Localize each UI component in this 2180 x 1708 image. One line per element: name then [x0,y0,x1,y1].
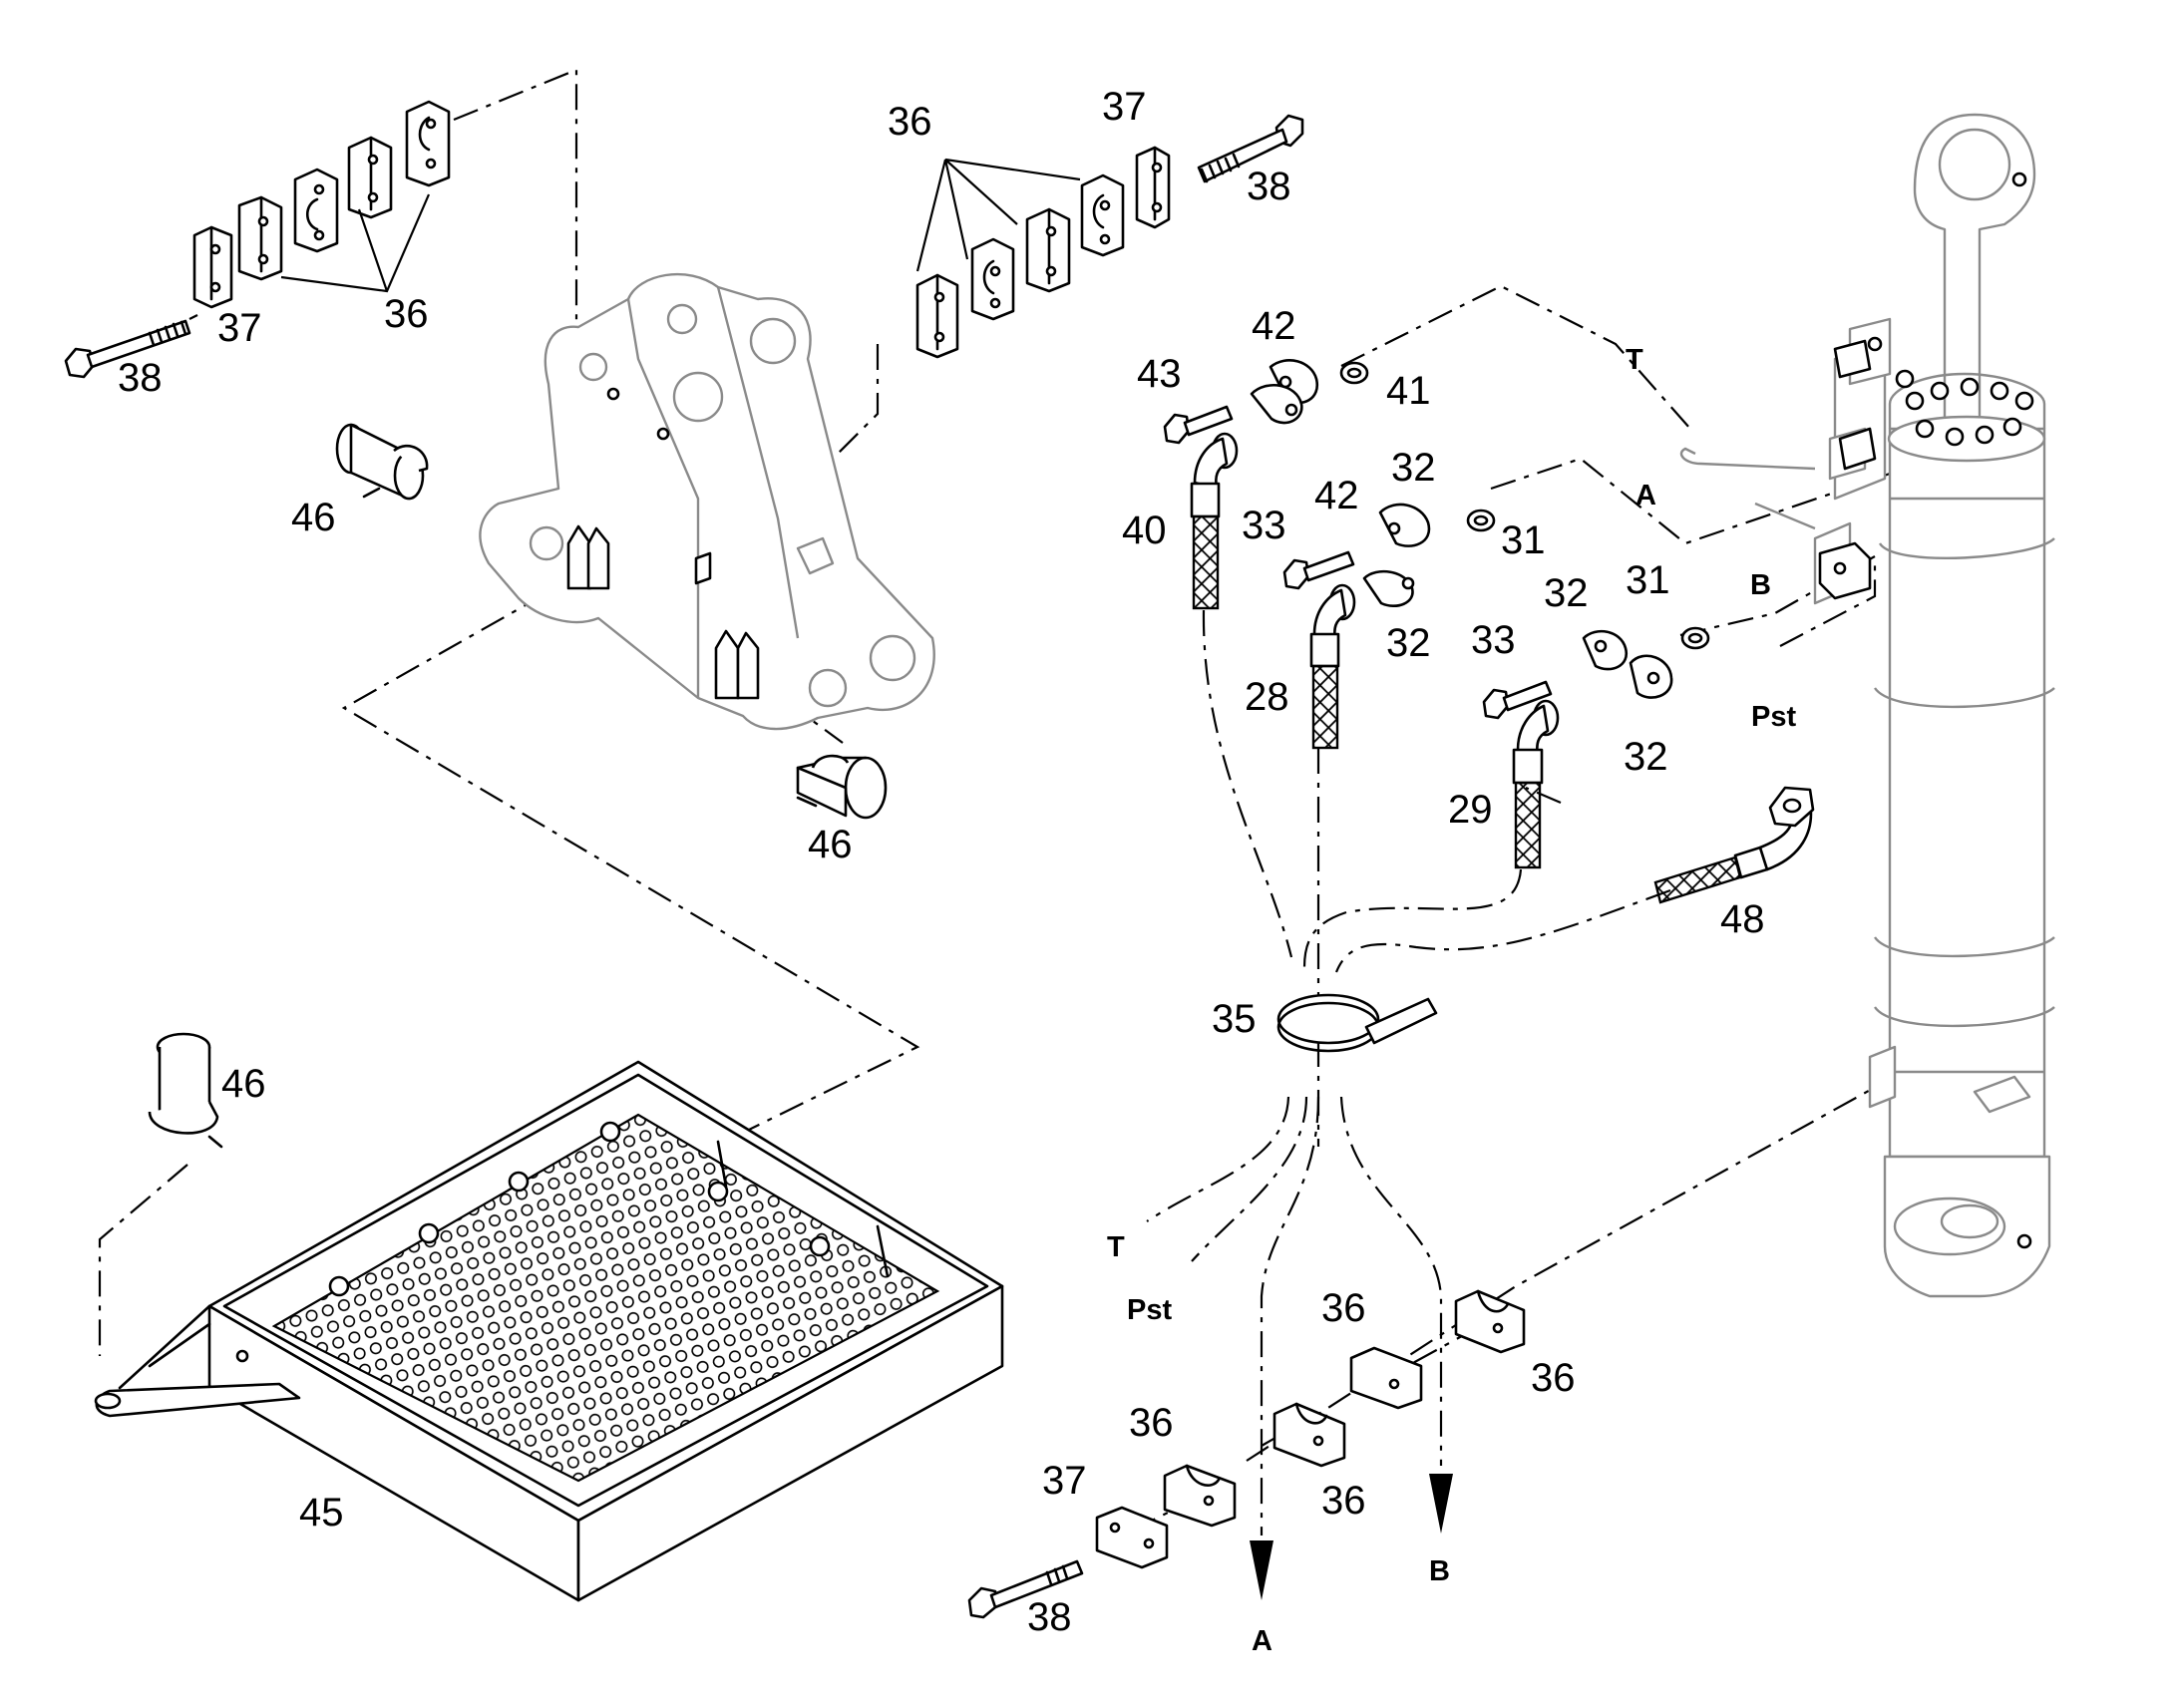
port-label-a: A [1635,480,1656,512]
callout-numbers: 38 37 36 46 46 46 45 36 37 38 42 43 41 3… [118,85,1765,1639]
callout-42: 42 [1252,304,1296,348]
callout-40: 40 [1122,509,1167,552]
callout-46: 46 [808,823,853,866]
hose-assembly-28 [1282,503,1496,750]
callout-37: 37 [217,306,262,350]
callout-35: 35 [1212,997,1257,1041]
callout-31: 31 [1501,518,1546,562]
hydraulic-cylinder [1679,113,2055,1298]
callout-41: 41 [1386,369,1431,413]
callout-33: 33 [1242,504,1286,547]
callout-32: 32 [1386,621,1431,665]
callout-29: 29 [1448,788,1493,832]
callout-36: 36 [888,100,932,144]
port-label-t: T [1107,1231,1125,1263]
callout-36: 36 [1531,1356,1576,1400]
callout-36: 36 [1129,1401,1174,1445]
clamp-stack-bottom [967,1289,1526,1619]
callout-42: 42 [1314,474,1359,517]
port-label-pst: Pst [1751,701,1796,733]
callout-36: 36 [384,292,429,336]
cable-tie [1276,993,1438,1053]
clamp-stack-top-left [64,100,451,379]
port-label-b: B [1429,1555,1450,1587]
callout-37: 37 [1042,1459,1087,1503]
callout-38: 38 [118,356,163,400]
callout-46: 46 [221,1062,266,1106]
callout-48: 48 [1720,897,1765,941]
assembly-lines [98,68,1891,1536]
callout-36: 36 [1321,1286,1366,1330]
port-label-a: A [1252,1625,1272,1657]
hose-48 [1653,786,1815,904]
callout-31: 31 [1626,558,1670,602]
callout-36: 36 [1321,1479,1366,1523]
port-label-pst: Pst [1127,1294,1172,1326]
port-label-t: T [1626,344,1643,376]
callout-32: 32 [1624,735,1668,779]
callout-45: 45 [299,1491,344,1535]
clamp-stack-top-center [915,114,1304,359]
callout-28: 28 [1245,675,1289,719]
hose-assembly-29 [1482,626,1710,869]
callout-33: 33 [1471,618,1516,662]
callout-46: 46 [291,496,336,539]
callout-37: 37 [1102,85,1147,129]
callout-38: 38 [1027,1595,1072,1639]
pins [148,423,888,1149]
callout-38: 38 [1247,165,1291,208]
port-label-b: B [1750,569,1771,601]
callout-32: 32 [1391,446,1436,490]
tray [94,1060,1004,1602]
callout-32: 32 [1544,571,1589,615]
flow-arrows [1250,1474,1453,1600]
port-labels: T A B Pst T Pst A B [1107,344,1796,1657]
mounting-bracket [479,272,935,731]
callout-43: 43 [1137,352,1182,396]
hose-assembly-40 [1163,359,1369,610]
